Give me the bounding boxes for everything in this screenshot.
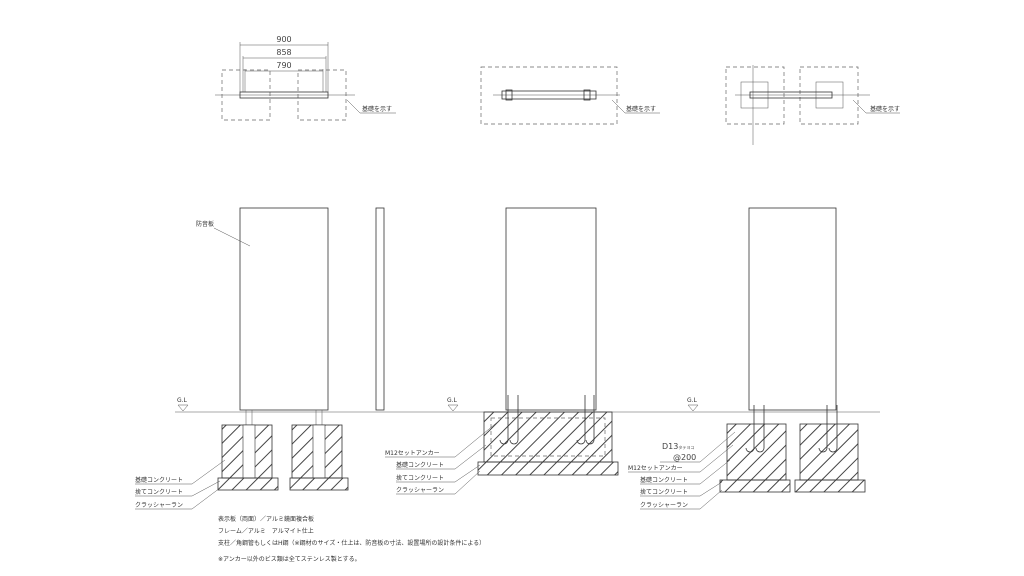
- dim-858: 858: [276, 48, 291, 57]
- side-panel: [375, 207, 385, 411]
- note-2: フレーム／アルミ アルマイト仕上: [218, 527, 314, 535]
- elevation-view-3: G.L D13タテヨコ @200 M12セットアンカー 基礎コンクリート 捨てコ…: [628, 207, 866, 510]
- elevation-view-2: G.L M12セットアンカー 基礎コンクリート 捨てコンクリート クラッシャーラ…: [385, 207, 619, 495]
- leveling-concrete-label-3: 捨てコンクリート: [640, 488, 688, 496]
- crusher-run-label-2: クラッシャーラン: [396, 487, 444, 494]
- anchor-label-3: M12セットアンカー: [628, 465, 683, 472]
- notes: 表示板（両面）／アルミ鏡面複合板 フレーム／アルミ アルマイト仕上 支柱／角鋼管…: [218, 515, 485, 563]
- foundation-concrete-label-1: 基礎コンクリート: [135, 476, 183, 484]
- plan-view-2: 基礎を示す: [480, 66, 660, 125]
- leveling-concrete-label-2: 捨てコンクリート: [396, 474, 444, 482]
- rebar-label: D13タテヨコ: [662, 442, 694, 451]
- foundation-label-2: 基礎を示す: [626, 105, 656, 113]
- anchor-label-2: M12セットアンカー: [385, 450, 440, 457]
- crusher-run-label-1: クラッシャーラン: [135, 502, 183, 509]
- note-4: ※アンカー以外のビス類は全てステンレス製とする。: [218, 555, 361, 563]
- crusher-run-label-3: クラッシャーラン: [640, 502, 688, 509]
- gl-label-1: G.L: [177, 397, 188, 404]
- elevation-view-1: 防音板 G.L 基礎コンクリート 捨てコンクリート クラッシャーラン: [135, 207, 385, 510]
- dim-790: 790: [276, 61, 291, 70]
- gl-label-3: G.L: [687, 397, 698, 404]
- note-1: 表示板（両面）／アルミ鏡面複合板: [218, 515, 314, 523]
- plan-view-3: 基礎を示す: [725, 65, 900, 145]
- dim-900: 900: [276, 35, 291, 44]
- gl-label-2: G.L: [447, 397, 458, 404]
- foundation-label-3: 基礎を示す: [870, 105, 900, 113]
- foundation-label-1: 基礎を示す: [362, 105, 392, 113]
- leveling-concrete-label-1: 捨てコンクリート: [135, 488, 183, 496]
- foundation-concrete-label-2: 基礎コンクリート: [396, 461, 444, 469]
- rebar-pitch-label: @200: [673, 453, 696, 462]
- foundation-concrete-label-3: 基礎コンクリート: [640, 476, 688, 484]
- panel-label: 防音板: [196, 220, 214, 228]
- plan-view-1: 900 858 790 基礎を示す: [215, 35, 396, 121]
- note-3: 支柱／角鋼管もしくはH鋼（※鋼材のサイズ・仕上は、防音板の寸法、設置場所の設計条…: [218, 539, 485, 547]
